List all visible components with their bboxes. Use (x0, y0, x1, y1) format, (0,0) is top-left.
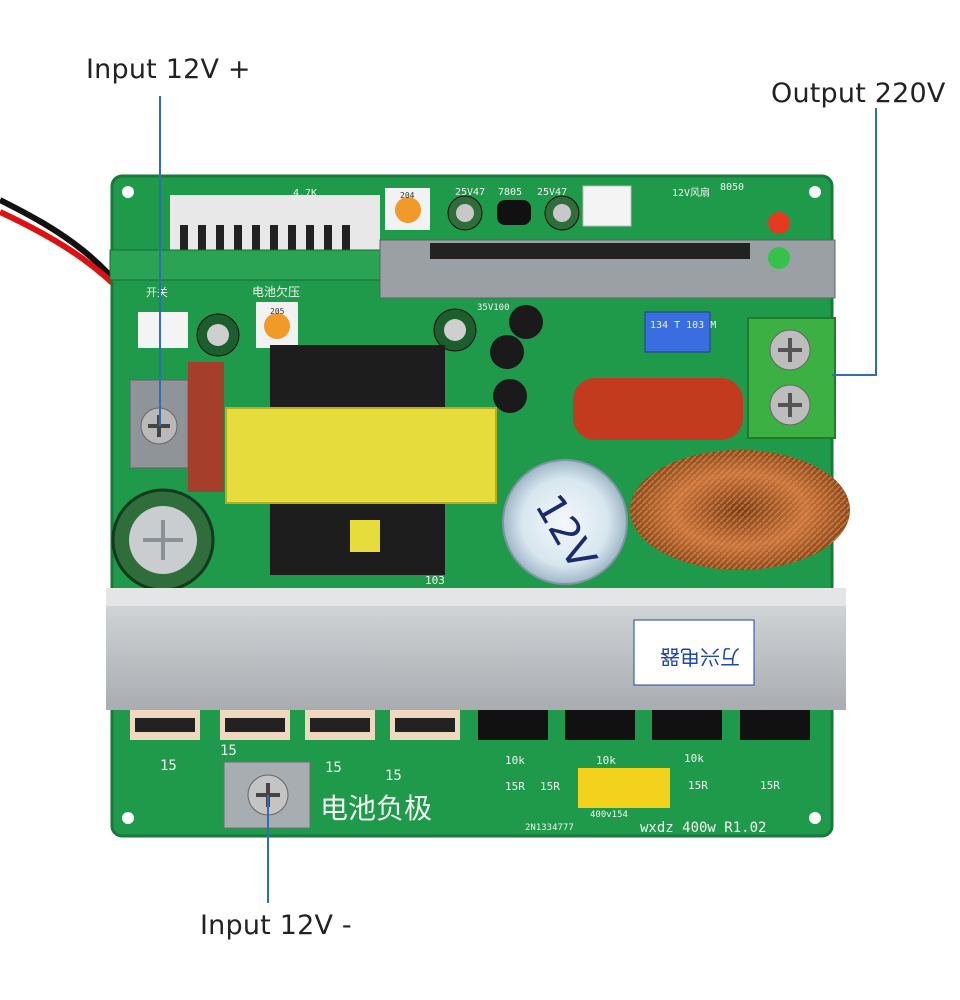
film-capacitor (573, 378, 743, 440)
trim-pot-icon (395, 197, 421, 223)
silk-serial: 2N1334777 (525, 823, 574, 833)
input-positive-leader (159, 96, 161, 426)
input-negative-leader (267, 795, 269, 903)
input-connector (138, 312, 188, 348)
input-negative-label: Input 12V - (200, 910, 352, 941)
transformer-bobbin (226, 408, 496, 503)
yellow-capacitor (578, 768, 670, 808)
sticker-text: 万兴电器 (660, 645, 740, 669)
silk-trim-pot: 134 T 103 M (650, 320, 716, 331)
silk-resistor-47k: 4.7K (293, 188, 317, 199)
silk-film-cap: 400v154 (590, 810, 628, 820)
silk-res-15r-2: 15R (540, 780, 560, 793)
fan-connector (582, 185, 632, 227)
input-positive-label: Input 12V + (86, 54, 251, 85)
trim-pot-blue (644, 311, 711, 353)
silk-transistor: 8050 (720, 182, 744, 193)
silk-res-15r-4: 15R (760, 779, 780, 792)
silk-res-10k-2: 10k (596, 754, 616, 767)
silk-res-15r-1: 15R (505, 780, 525, 793)
silk-ceramic-cap: 103 (425, 574, 445, 587)
silk-pot2: 205 (270, 307, 285, 316)
output-leader-horizontal (832, 374, 877, 376)
silk-battery-undervolt: 电池欠压 (252, 284, 300, 299)
silk-fan: 12V风扇 (672, 186, 710, 199)
silk-cap2: 25V47 (537, 187, 567, 198)
mosfet-row (130, 710, 810, 740)
silk-battery-negative: 电池负极 (320, 792, 432, 825)
bulk-capacitor-12v (502, 459, 628, 585)
heatsink-sticker (633, 619, 755, 686)
output-leader-vertical (875, 108, 877, 376)
silk-res-15r-3: 15R (688, 779, 708, 792)
silk-res-15-1: 15 (160, 758, 177, 774)
silk-res-10k-3: 10k (684, 752, 704, 765)
silk-res-15-2: 15 (220, 743, 237, 759)
silk-regulator: 7805 (498, 187, 522, 198)
silk-switch: 开关 (146, 285, 168, 299)
silk-res-10k-1: 10k (505, 754, 525, 767)
red-led-icon (768, 212, 790, 234)
control-board-left (109, 249, 411, 281)
green-led-icon (768, 247, 790, 269)
output-label: Output 220V (771, 78, 946, 109)
silk-model: wxdz 400w R1.02 (640, 820, 766, 836)
silk-cap1: 25V47 (455, 187, 485, 198)
silk-cap3: 35V100 (477, 303, 510, 313)
silk-res-15-4: 15 (385, 768, 402, 784)
silk-res-15-3: 15 (325, 760, 342, 776)
silk-pot1: 204 (400, 191, 415, 200)
